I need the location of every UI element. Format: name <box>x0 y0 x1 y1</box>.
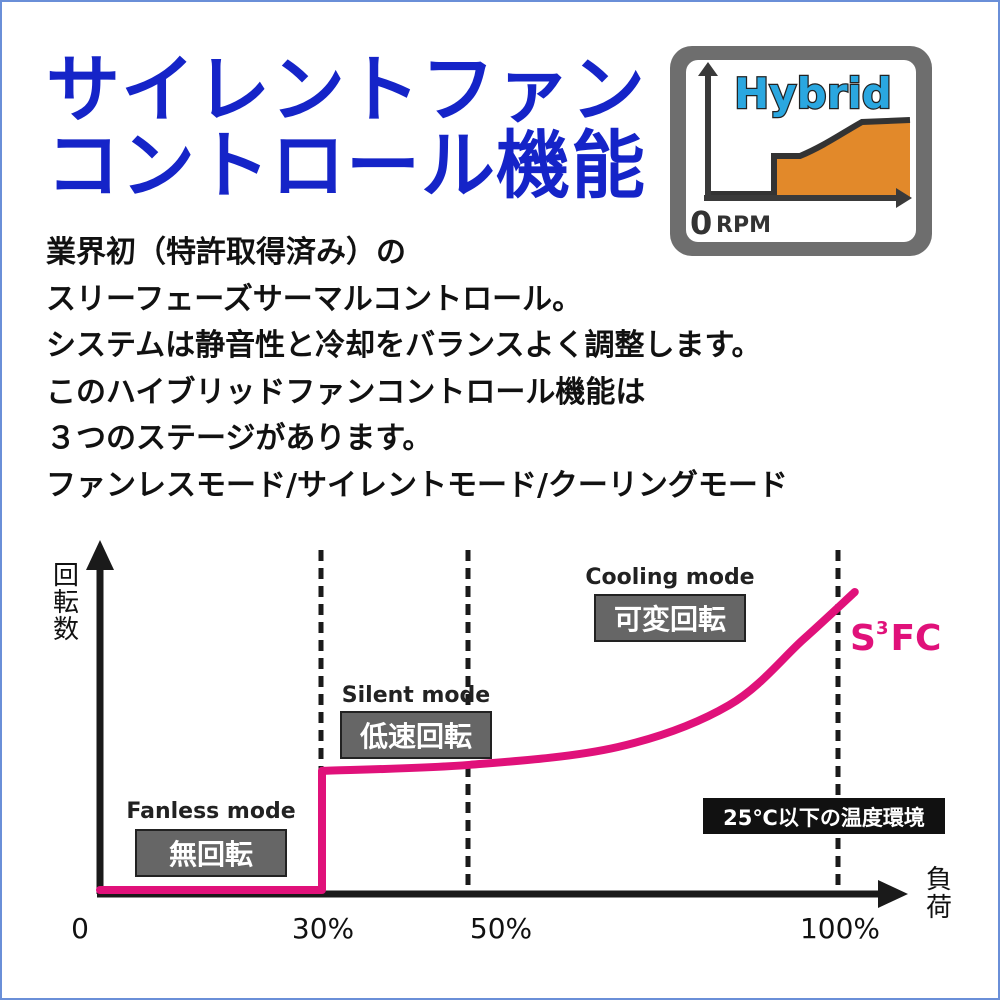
page-title: サイレントファン コントロール機能 <box>46 52 646 204</box>
logo-hybrid-word: Hybrid <box>734 69 892 118</box>
x-axis-label: 負 荷 <box>926 865 952 923</box>
description: 業界初（特許取得済み）の スリーフェーズサーマルコントロール。 システムは静音性… <box>46 230 788 510</box>
logo-axis-y-arrow <box>698 62 718 76</box>
mode-fanless-badge: 無回転 <box>169 838 253 871</box>
logo-zero: 0 <box>690 204 712 242</box>
x-axis-arrow <box>878 880 908 908</box>
title-line-1: サイレントファン <box>46 47 646 133</box>
logo-fill <box>774 122 910 198</box>
description-line-6: ファンレスモード/サイレントモード/クーリングモード <box>46 467 788 503</box>
title-line-2: コントロール機能 <box>46 123 646 209</box>
x-axis-label-char-1: 負 <box>926 865 952 895</box>
mode-fanless: Fanless mode 無回転 <box>126 799 296 877</box>
mode-cooling-badge-bg <box>594 594 746 642</box>
mode-silent: Silent mode 低速回転 <box>340 683 492 759</box>
y-axis-label-char-3: 数 <box>53 615 79 645</box>
condition-badge-text: 25℃以下の温度環境 <box>723 806 925 830</box>
x-tick-30: 30% <box>292 912 354 945</box>
fan-curve-diagram: 回 転 数 負 荷 0 30% 50% 100% Fanless mode 無回… <box>53 540 952 945</box>
hybrid-logo: Hybrid 0 RPM <box>670 46 932 256</box>
mode-fanless-name: Fanless mode <box>126 799 295 824</box>
condition-badge: 25℃以下の温度環境 <box>703 798 945 834</box>
condition-badge-bg <box>703 798 945 834</box>
description-line-5: ３つのステージがあります。 <box>46 421 433 457</box>
y-axis-label-char-1: 回 <box>53 561 79 591</box>
series-label-s: S <box>850 618 876 659</box>
y-axis-label-char-2: 転 <box>53 588 79 618</box>
mode-silent-badge-bg <box>340 711 492 759</box>
x-tick-labels: 0 30% 50% 100% <box>71 912 880 945</box>
series-label-fc: FC <box>890 618 941 659</box>
description-line-4: このハイブリッドファンコントロール機能は <box>46 374 646 410</box>
mode-cooling: Cooling mode 可変回転 <box>585 565 755 642</box>
mode-fanless-badge-bg <box>135 829 287 877</box>
x-axis-label-char-2: 荷 <box>926 893 952 923</box>
series-label-s3fc: S3FC <box>850 618 941 659</box>
y-axis-label: 回 転 数 <box>53 561 79 645</box>
description-line-1: 業界初（特許取得済み）の <box>46 235 406 270</box>
x-tick-100: 100% <box>800 912 880 945</box>
description-line-3: システムは静音性と冷却をバランスよく調整します。 <box>46 328 762 364</box>
logo-axis-x-arrow <box>896 188 912 208</box>
s3fc-fan-curve <box>96 588 859 894</box>
mode-cooling-name: Cooling mode <box>585 565 754 590</box>
description-line-2: スリーフェーズサーマルコントロール。 <box>46 281 583 317</box>
x-tick-50: 50% <box>470 912 532 945</box>
mode-silent-badge: 低速回転 <box>359 720 472 753</box>
logo-rpm: RPM <box>716 213 771 238</box>
mode-cooling-badge: 可変回転 <box>614 603 726 636</box>
y-axis-arrow <box>86 540 114 570</box>
x-tick-0: 0 <box>71 912 89 945</box>
series-label-sup: 3 <box>876 618 889 639</box>
logo-curve-line <box>708 117 911 197</box>
mode-silent-name: Silent mode <box>342 683 490 708</box>
